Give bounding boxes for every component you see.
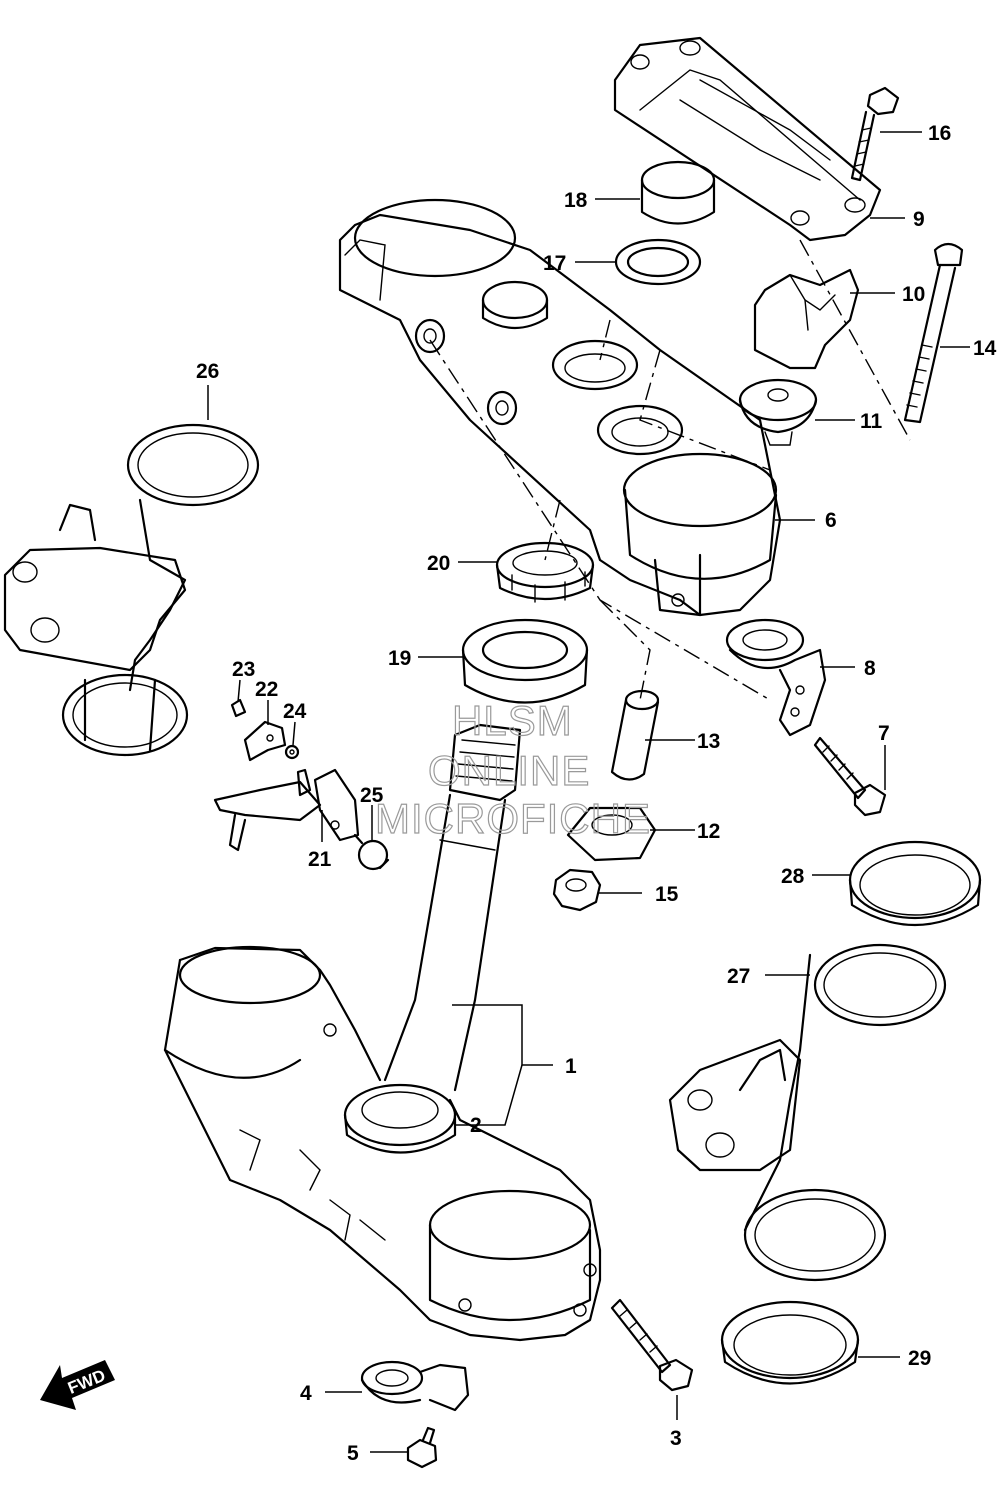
fwd-direction-badge: FWD: [40, 1360, 115, 1410]
bolt-3: [610, 1298, 694, 1392]
callout-6: 6: [825, 509, 837, 532]
collar-13: [610, 689, 660, 781]
callout-19: 19: [388, 647, 411, 670]
leader-lines: [207, 131, 970, 1453]
steering-stem: [163, 723, 602, 1342]
callout-27: 27: [727, 965, 750, 988]
callout-17: 17: [543, 252, 566, 275]
callout-13: 13: [697, 730, 720, 753]
bracket-8: [725, 618, 827, 737]
callout-29: 29: [908, 1347, 931, 1370]
callout-25: 25: [360, 784, 384, 807]
callout-labels: 1 2 3 4 5 6 7 8 9 10 11 12 13 14 15 16 1…: [196, 122, 997, 1465]
callout-18: 18: [564, 189, 588, 212]
watermark-line-1: HLSM: [452, 697, 573, 744]
callout-10: 10: [902, 283, 925, 306]
long-bolt-14: [903, 242, 964, 424]
washer-17: [614, 238, 702, 286]
fwd-label: FWD: [65, 1366, 108, 1398]
watermark-line-3: MICROFICHE: [375, 795, 651, 842]
handlebar-lower-holder: [753, 268, 860, 370]
callout-14: 14: [973, 337, 997, 360]
callout-11: 11: [860, 410, 883, 433]
bearing-19: [461, 618, 589, 704]
bolt-7: [813, 736, 887, 817]
callout-9: 9: [913, 208, 925, 231]
callout-23: 23: [232, 658, 255, 681]
meter-bracket-27: [668, 943, 947, 1282]
meter-bracket-26: [3, 423, 260, 757]
cap-18: [640, 160, 716, 225]
upper-bracket: [338, 198, 782, 617]
handlebar-upper-holder: [613, 36, 882, 242]
switch-assembly: [213, 698, 390, 871]
callout-2: 2: [470, 1114, 482, 1137]
ring-29: [720, 1300, 860, 1385]
callout-4: 4: [300, 1382, 312, 1405]
callout-5: 5: [347, 1442, 359, 1465]
lock-nut-20: [495, 541, 595, 603]
watermark-line-2: ONLINE: [428, 747, 590, 794]
callout-24: 24: [283, 700, 307, 723]
watermark: HLSM ONLINE MICROFICHE: [374, 696, 651, 842]
callout-8: 8: [864, 657, 876, 680]
callout-12: 12: [697, 820, 720, 843]
callout-26: 26: [196, 360, 219, 383]
ring-28: [848, 840, 982, 927]
upper-holder-bolt: [850, 86, 900, 182]
screw-5: [406, 1426, 438, 1469]
callout-20: 20: [427, 552, 450, 575]
nut-15: [552, 868, 602, 912]
assembly-lines: [429, 239, 911, 701]
callout-3: 3: [670, 1427, 682, 1450]
callout-21: 21: [308, 848, 332, 871]
bearing-2: [343, 1083, 457, 1154]
callout-7: 7: [878, 722, 890, 745]
callout-22: 22: [255, 678, 278, 701]
callout-16: 16: [928, 122, 951, 145]
clamp-4: [360, 1360, 470, 1412]
cushion-11: [738, 378, 818, 446]
callout-28: 28: [781, 865, 805, 888]
callout-15: 15: [655, 883, 679, 906]
callout-1: 1: [565, 1055, 577, 1078]
